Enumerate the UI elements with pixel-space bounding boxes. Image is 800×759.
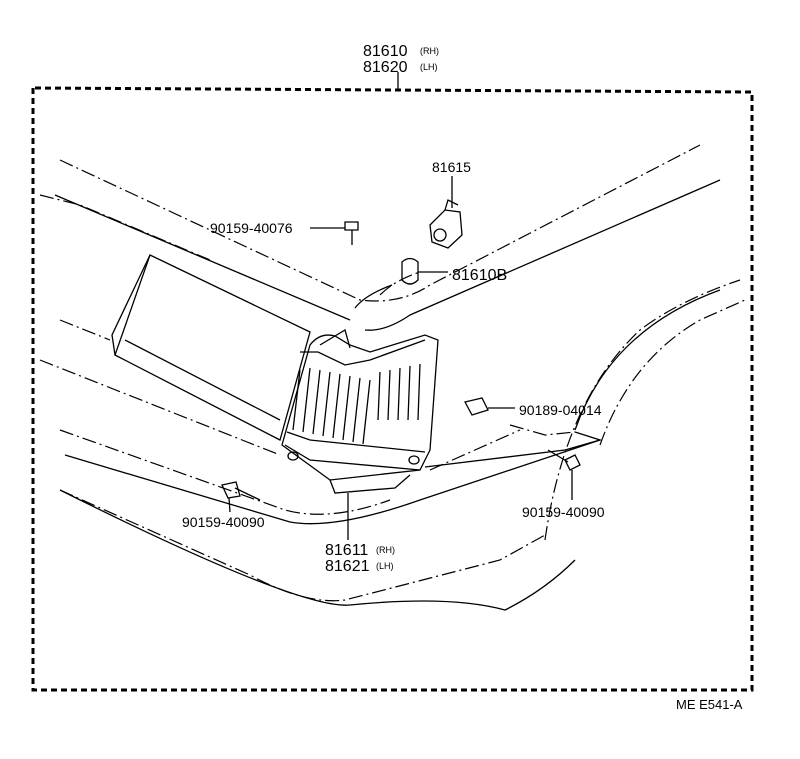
left-screw	[221, 481, 261, 513]
body-outline	[39, 144, 746, 611]
assembly-number-rh: 81610	[363, 43, 408, 60]
assembly-side-lh: (LH)	[420, 62, 438, 72]
right-screw	[547, 449, 581, 500]
assembly-number-lh: 81620	[363, 59, 408, 76]
reference-code: ME E541-A	[676, 697, 743, 712]
bulb-part	[401, 257, 448, 285]
nut-part-number: 90189-04014	[519, 402, 602, 418]
top-screw	[310, 221, 359, 245]
lens-number-lh: 81621	[325, 558, 370, 575]
left-screw-part-number: 90159-40090	[182, 514, 265, 530]
bulb-part-number: 81610B	[452, 267, 507, 284]
lens-number-rh: 81611	[325, 542, 368, 559]
assembly-side-rh: (RH)	[420, 46, 439, 56]
headlamp-housing	[111, 254, 311, 441]
lens-side-rh: (RH)	[376, 545, 395, 555]
clearance-lamp	[281, 329, 439, 494]
right-screw-part-number: 90159-40090	[522, 504, 605, 520]
lens-side-lh: (LH)	[376, 561, 394, 571]
nut-part	[464, 397, 515, 416]
top-screw-part-number: 90159-40076	[210, 220, 293, 236]
socket-part	[429, 176, 463, 249]
assembly-boundary	[31, 72, 754, 692]
socket-part-number: 81615	[432, 159, 471, 175]
